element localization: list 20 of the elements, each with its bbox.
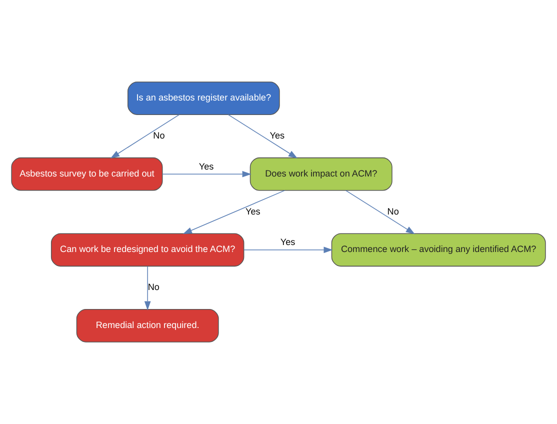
node-box: Remedial action required.	[76, 309, 219, 342]
arrow	[162, 170, 252, 178]
edge-label: No	[148, 282, 160, 292]
node-box: Asbestos survey to be carried out	[11, 157, 163, 191]
edge-label: Yes	[246, 206, 260, 216]
node-box: Can work be redesigned to avoid the ACM?	[50, 233, 244, 267]
arrow	[228, 114, 298, 158]
edge-label: Yes	[198, 161, 214, 172]
arrow	[182, 190, 286, 234]
arrow	[244, 246, 333, 254]
arrow	[144, 266, 151, 310]
edge-label: Yes	[270, 130, 285, 141]
node-box: Is an asbestos register available?	[128, 82, 280, 115]
node-box: Commence work – avoiding any identified ACM?	[331, 233, 546, 267]
node-box: Does work impact on ACM?	[250, 157, 392, 191]
edge-label: No	[387, 206, 399, 216]
arrow	[110, 114, 180, 158]
edge-label: No	[153, 130, 165, 141]
arrow	[345, 190, 415, 234]
edge-label: Yes	[280, 237, 296, 248]
